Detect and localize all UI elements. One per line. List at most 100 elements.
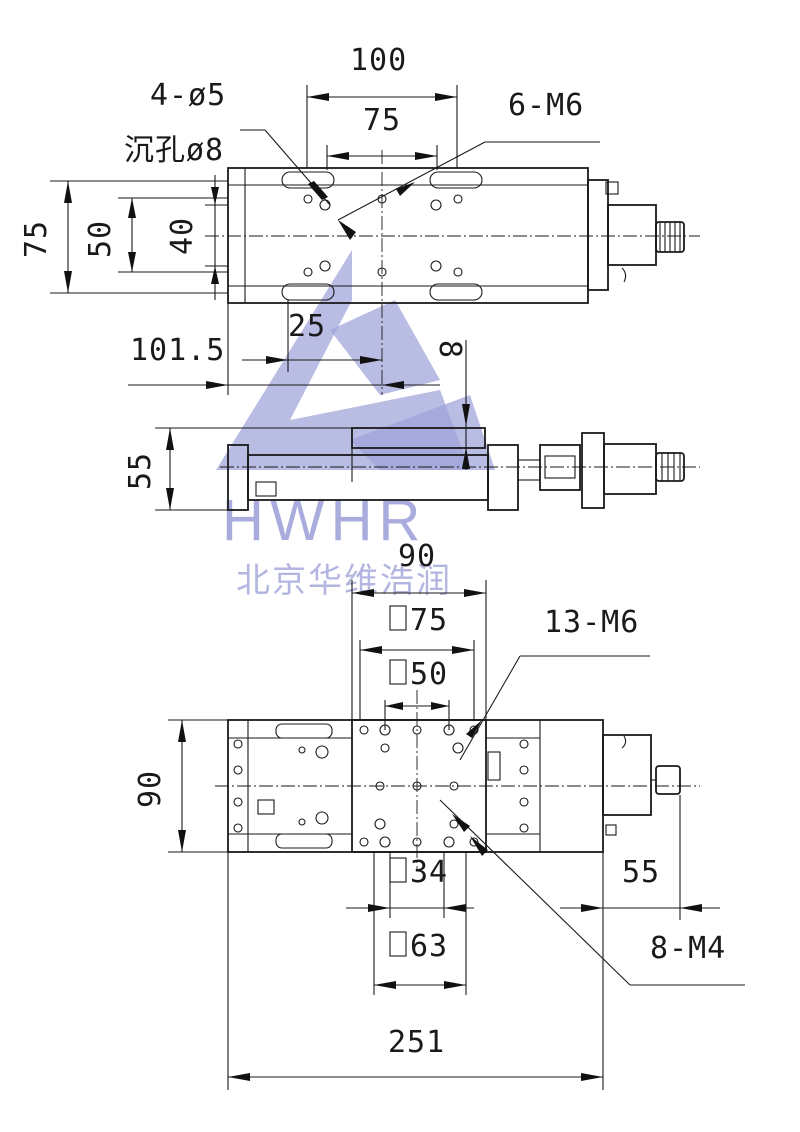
top-motor-cable — [621, 267, 627, 283]
top-motor-screw — [605, 181, 619, 195]
hole-bl-1 — [303, 267, 313, 277]
leader-13m6 — [459, 655, 521, 761]
dim-side-55: 55 — [123, 452, 158, 490]
dim-counterbore-phi8: 沉孔ø8 — [124, 133, 224, 168]
plan-hole-14 — [379, 836, 391, 848]
plan-hole-10 — [449, 781, 459, 791]
arrow-sq34-r — [444, 904, 466, 912]
arrow-b55-r — [680, 904, 702, 912]
plan-limit-switch — [487, 751, 501, 781]
dim-101-5: 101.5 — [130, 333, 225, 368]
plan-hole-17 — [469, 837, 479, 847]
arrow-100-l — [307, 93, 329, 101]
plan-m4-7 — [519, 797, 529, 807]
dim-90-left: 90 — [133, 770, 168, 808]
plan-hole-16 — [443, 836, 455, 848]
plan-m4-5 — [519, 739, 529, 749]
watermark-logo: HWHR 北京华维浩润 — [216, 250, 495, 601]
hole-tr-2 — [453, 194, 463, 204]
top-motor-flange — [587, 179, 609, 291]
arrow-sq75-r — [452, 646, 474, 654]
dim-4-phi5: 4-ø5 — [150, 78, 226, 113]
plan-hole-12 — [449, 819, 459, 829]
top-view: 100 75 4-ø5 沉孔ø8 6-M6 75 50 — [19, 43, 700, 470]
arrow-sq50-l — [385, 702, 403, 710]
arrow-90top-r — [464, 589, 486, 597]
plan-m4-6 — [519, 765, 529, 775]
side-coupling — [539, 444, 581, 491]
watermark-company-cn: 北京华维浩润 — [236, 561, 452, 601]
plan-hole-base-3 — [298, 746, 306, 754]
side-motor-flange — [581, 432, 605, 509]
plan-hole-1 — [359, 725, 369, 735]
arrow-13m6 — [466, 720, 482, 738]
watermark-triangle-right — [350, 395, 495, 470]
dim-8: 8 — [432, 340, 467, 359]
plan-hole-15 — [412, 837, 422, 847]
square-symbol-63 — [389, 931, 407, 957]
arrow-8-b — [462, 447, 470, 469]
arrow-101-l — [206, 381, 228, 389]
dim-8-m4: 8-M4 — [650, 931, 726, 966]
plan-hole-6 — [380, 743, 390, 753]
arrow-8m4-2 — [470, 836, 488, 856]
arrow-50v-t — [128, 198, 136, 218]
watermark-triangle-mid — [330, 300, 440, 395]
side-sensor — [255, 481, 277, 497]
hole-bc — [377, 267, 387, 277]
dim-40-vertical: 40 — [165, 217, 200, 255]
dim-90-top: 90 — [398, 539, 436, 574]
slot-top-right — [429, 171, 483, 189]
arrow-8-t — [462, 404, 470, 426]
leader-m6 — [337, 141, 486, 221]
dim-sq50: 50 — [410, 657, 448, 692]
dim-50-vertical: 50 — [83, 220, 118, 258]
plan-m4-4 — [233, 823, 243, 833]
plan-hole-13 — [359, 837, 369, 847]
watermark-brand: HWHR — [222, 488, 426, 553]
plan-motor-cable — [621, 735, 627, 749]
dim-bottom-55: 55 — [622, 855, 660, 890]
arrow-75h-r — [415, 152, 437, 160]
dim-sq63: 63 — [410, 929, 448, 964]
plan-hole-11 — [374, 818, 386, 830]
arrow-8m4-1 — [452, 814, 470, 832]
arrow-sq63-l — [374, 981, 396, 989]
arrow-101-r — [382, 381, 404, 389]
arrow-100-r — [435, 93, 457, 101]
plan-hole-3 — [412, 725, 422, 735]
watermark-triangle-left — [216, 250, 470, 470]
arrow-25-l — [266, 356, 288, 364]
hole-tl-1 — [303, 194, 313, 204]
hole-tl-2 — [319, 199, 331, 211]
side-motor-body — [603, 443, 657, 495]
dim-6-m6: 6-M6 — [508, 88, 584, 123]
square-symbol-75 — [389, 605, 407, 631]
plan-motor-body — [602, 734, 652, 816]
side-shaft — [517, 459, 541, 481]
plan-motor-screw — [605, 824, 617, 836]
arrow-75v-b — [64, 271, 72, 293]
plan-hole-8 — [375, 781, 385, 791]
arrow-50v-b — [128, 252, 136, 272]
arrow-side55-b — [166, 488, 174, 510]
hole-tr-1 — [430, 199, 442, 211]
slot-top-left — [281, 171, 335, 189]
arrow-sq63-r — [444, 981, 466, 989]
square-symbol-50 — [389, 659, 407, 685]
arrow-90left-t — [178, 720, 186, 742]
plan-m4-3 — [233, 797, 243, 807]
arrow-75v-t — [64, 181, 72, 203]
arrow-251-l — [228, 1073, 250, 1081]
slot-bottom-left — [281, 283, 335, 301]
dim-13-m6: 13-M6 — [544, 605, 639, 640]
dim-75-horizontal: 75 — [363, 103, 401, 138]
plan-m4-8 — [519, 823, 529, 833]
arrow-40v-t — [211, 187, 219, 205]
dim-25: 25 — [288, 309, 326, 344]
arrow-40v-b — [211, 266, 219, 284]
square-symbol-34 — [389, 857, 407, 883]
arrow-90top-l — [352, 589, 374, 597]
plan-slot-top — [275, 723, 333, 739]
